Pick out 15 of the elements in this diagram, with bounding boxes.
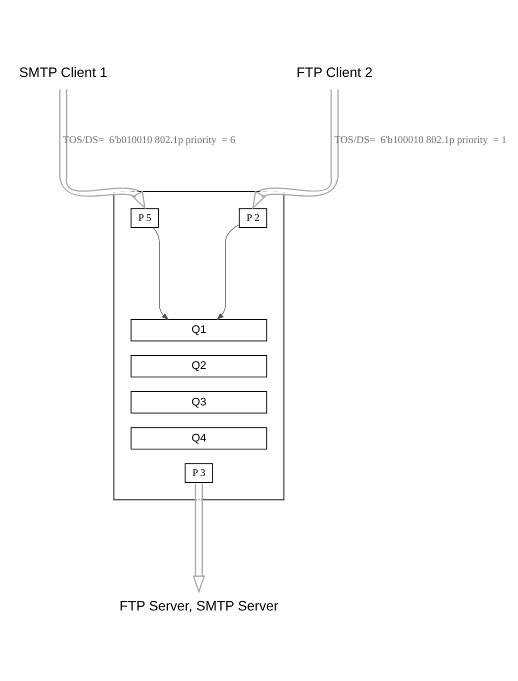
node-box: Q1 (130, 319, 268, 342)
node-text: SMTP Client 1 (19, 65, 108, 80)
node-text: FTP Server, SMTP Server (119, 598, 278, 614)
arrow (216, 224, 240, 320)
node-box: P 3 (184, 463, 214, 484)
arrow (252, 89, 339, 210)
node-box: Q2 (130, 355, 268, 378)
node-box: Q3 (130, 391, 268, 414)
arrow (59, 89, 146, 210)
node-box: P 5 (130, 208, 159, 228)
arrow (153, 227, 169, 320)
node-box: P 2 (238, 208, 268, 228)
arrow (192, 483, 206, 594)
node-text: FTP Client 2 (296, 65, 373, 80)
node-box: Q4 (130, 427, 268, 450)
